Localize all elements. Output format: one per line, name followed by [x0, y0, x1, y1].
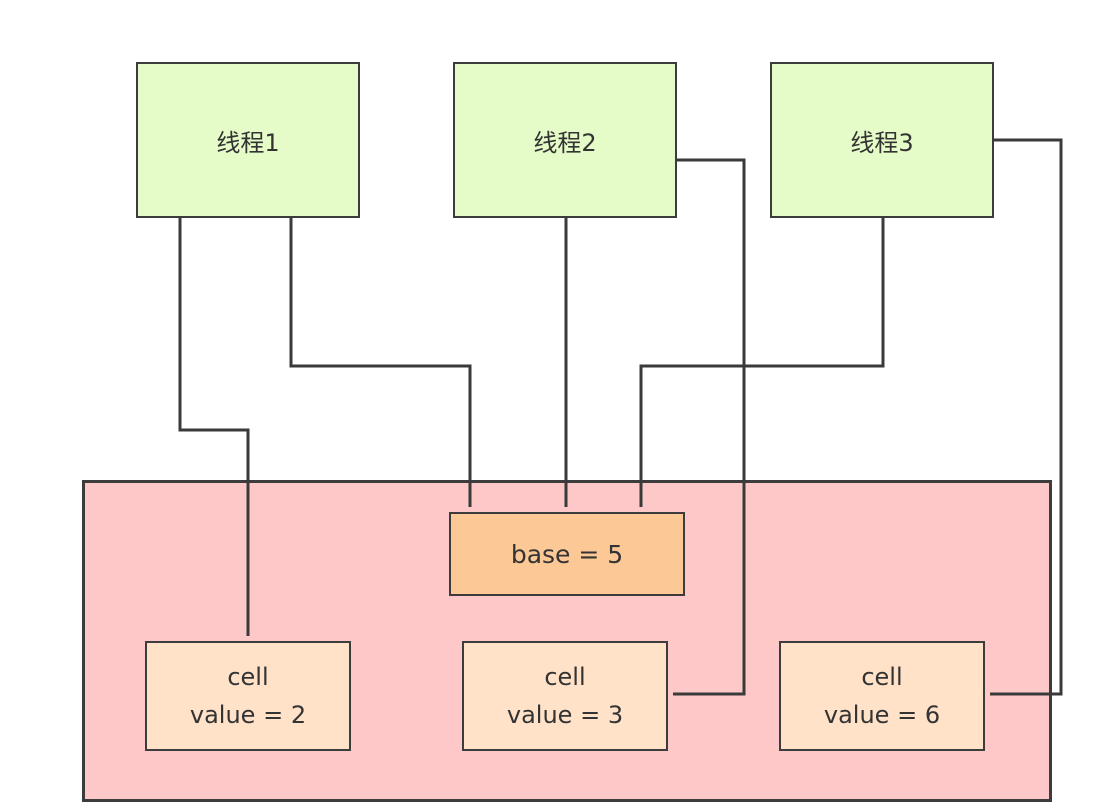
cell-2-value: value = 3 — [506, 701, 624, 729]
edge-thread3-cell3 — [990, 138, 1063, 696]
edge-thread3-base — [639, 218, 885, 507]
base-label: base = 5 — [510, 539, 624, 569]
base-box: base = 5 — [449, 512, 685, 596]
cell-1-title: cell — [227, 662, 269, 691]
cell-1-value: value = 2 — [189, 701, 307, 729]
thread-2-box: 线程2 — [453, 62, 677, 218]
thread-1-box: 线程1 — [136, 62, 360, 218]
thread-3-box: 线程3 — [770, 62, 994, 218]
thread-3-label: 线程3 — [850, 128, 914, 157]
thread-2-label: 线程2 — [533, 128, 597, 157]
edge-thread2-cell2 — [673, 158, 746, 696]
cell-3-title: cell — [861, 662, 903, 691]
cell-3-value: value = 6 — [823, 701, 941, 729]
edge-thread1-base — [289, 218, 472, 507]
thread-1-label: 线程1 — [216, 128, 280, 157]
edge-thread1-cell1 — [178, 218, 250, 636]
cell-box-3: cell value = 6 — [779, 641, 985, 751]
cell-box-2: cell value = 3 — [462, 641, 668, 751]
cell-box-1: cell value = 2 — [145, 641, 351, 751]
cell-2-title: cell — [544, 662, 586, 691]
